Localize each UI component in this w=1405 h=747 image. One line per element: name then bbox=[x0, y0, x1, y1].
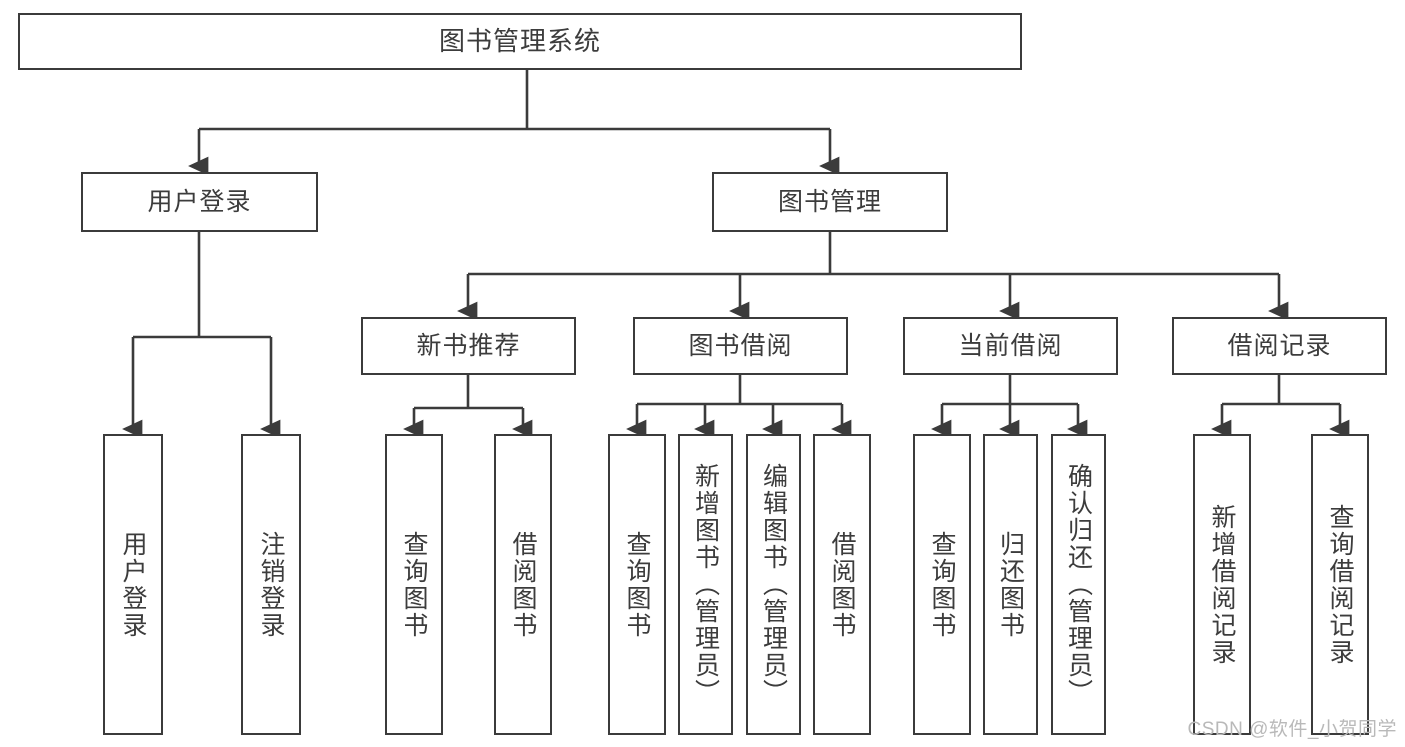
leaf-logout[interactable]: 注销登录 bbox=[241, 434, 301, 735]
node-user-login[interactable]: 用户登录 bbox=[81, 172, 318, 232]
node-label: 借阅图书 bbox=[828, 530, 856, 639]
node-label: 确认归还（管理员） bbox=[1064, 463, 1093, 706]
node-label: 新增借阅记录 bbox=[1208, 503, 1236, 666]
node-label: 查询图书 bbox=[928, 530, 956, 639]
node-label: 归还图书 bbox=[996, 530, 1025, 639]
node-label: 图书借阅 bbox=[688, 331, 793, 360]
leaf-query-book-recommend[interactable]: 查询图书 bbox=[385, 434, 443, 735]
node-label: 借阅图书 bbox=[509, 530, 537, 639]
node-label: 当前借阅 bbox=[958, 331, 1063, 360]
node-label: 查询图书 bbox=[623, 530, 651, 639]
leaf-edit-book-admin[interactable]: 编辑图书（管理员） bbox=[746, 434, 801, 735]
leaf-user-login[interactable]: 用户登录 bbox=[103, 434, 163, 735]
node-root-system[interactable]: 图书管理系统 bbox=[18, 13, 1022, 70]
node-label: 查询图书 bbox=[400, 530, 428, 639]
leaf-borrow-book-recommend[interactable]: 借阅图书 bbox=[494, 434, 552, 735]
node-label: 新书推荐 bbox=[416, 331, 521, 360]
node-label: 用户登录 bbox=[147, 187, 252, 216]
leaf-query-borrow-record[interactable]: 查询借阅记录 bbox=[1311, 434, 1369, 735]
node-label: 编辑图书（管理员） bbox=[759, 463, 788, 706]
node-label: 图书管理 bbox=[777, 187, 882, 216]
leaf-return-book[interactable]: 归还图书 bbox=[983, 434, 1038, 735]
node-book-borrow[interactable]: 图书借阅 bbox=[633, 317, 848, 375]
leaf-confirm-return-admin[interactable]: 确认归还（管理员） bbox=[1051, 434, 1106, 735]
node-borrow-record[interactable]: 借阅记录 bbox=[1172, 317, 1387, 375]
leaf-add-borrow-record[interactable]: 新增借阅记录 bbox=[1193, 434, 1251, 735]
node-label: 新增图书（管理员） bbox=[691, 463, 720, 706]
node-label: 用户登录 bbox=[119, 530, 147, 639]
node-label: 注销登录 bbox=[257, 530, 285, 639]
node-current-borrow[interactable]: 当前借阅 bbox=[903, 317, 1118, 375]
leaf-query-book-current[interactable]: 查询图书 bbox=[913, 434, 971, 735]
csdn-watermark: CSDN @软件_小贺同学 bbox=[1187, 719, 1397, 740]
leaf-add-book-admin[interactable]: 新增图书（管理员） bbox=[678, 434, 733, 735]
node-book-manage[interactable]: 图书管理 bbox=[712, 172, 948, 232]
node-label: 借阅记录 bbox=[1227, 331, 1332, 360]
node-label: 查询借阅记录 bbox=[1326, 503, 1354, 666]
node-label: 图书管理系统 bbox=[438, 25, 601, 56]
leaf-query-book-borrow[interactable]: 查询图书 bbox=[608, 434, 666, 735]
node-new-book-recommend[interactable]: 新书推荐 bbox=[361, 317, 576, 375]
leaf-borrow-book[interactable]: 借阅图书 bbox=[813, 434, 871, 735]
